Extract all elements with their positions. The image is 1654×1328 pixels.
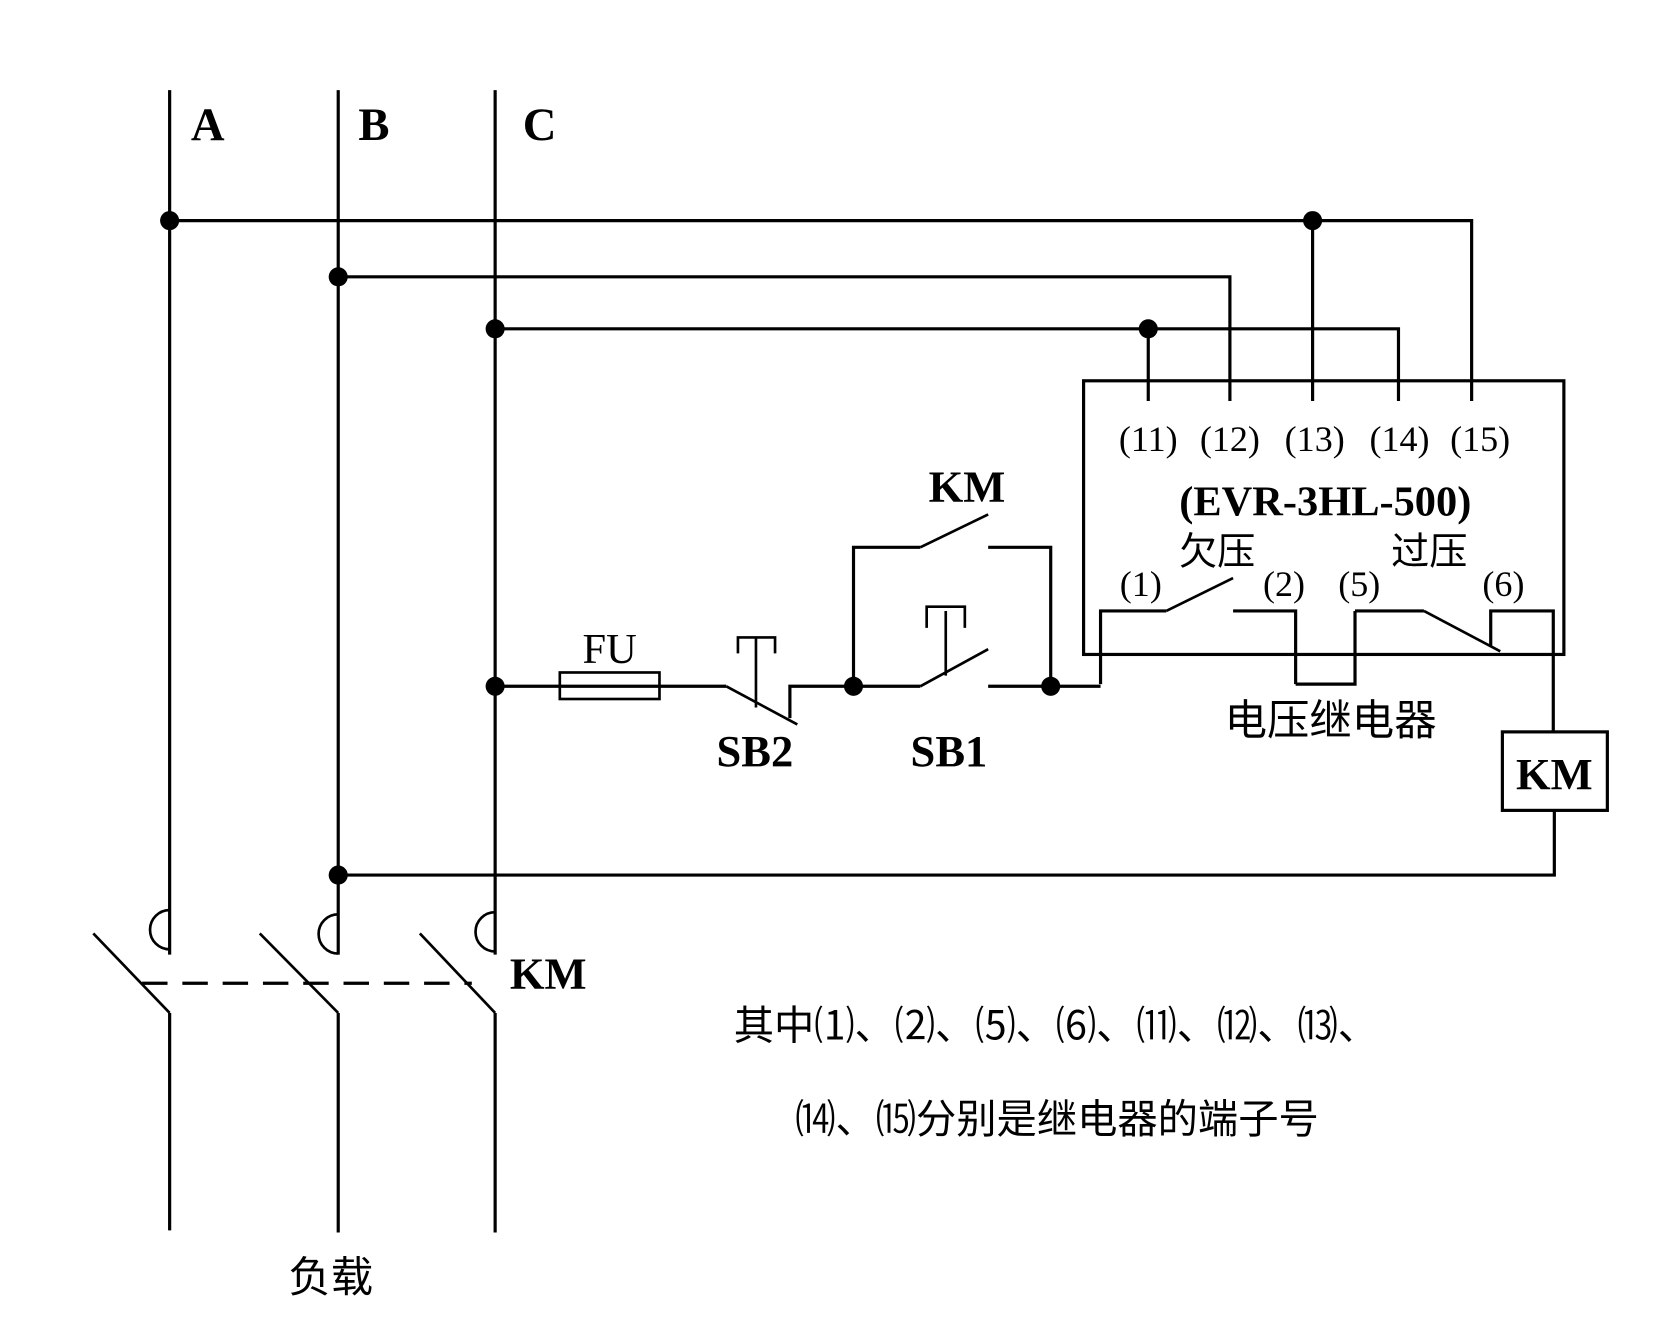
terminal-2-label: (2) <box>1263 564 1305 604</box>
wire-2-to-5 <box>1295 610 1357 686</box>
sb2-blade <box>725 685 798 726</box>
terminal-5-label: (5) <box>1338 564 1380 604</box>
junction-dots <box>160 211 1323 885</box>
sb1-actuator <box>925 605 967 628</box>
overvoltage-label: 过压 <box>1391 530 1467 574</box>
arc-extinguisher-b <box>317 913 339 955</box>
junction-dot <box>160 211 180 231</box>
wire-coil-to-b <box>338 810 1556 877</box>
junction-dot <box>1138 319 1158 339</box>
wire-a-to-terminal-15 <box>169 219 1474 401</box>
arc-extinguisher-c <box>474 910 496 953</box>
note-line-2: ⒁、⒂分别是继电器的端子号 <box>795 1096 1319 1143</box>
wire-b-to-terminal-12 <box>338 275 1232 401</box>
contact-1-blade <box>1165 576 1234 613</box>
sb1-blade <box>919 647 989 688</box>
phase-a-label: A <box>191 99 225 151</box>
relay-enclosure <box>1081 379 1566 657</box>
km-hold-contact: KM <box>851 462 1053 687</box>
sb1-label: SB1 <box>911 726 988 776</box>
km-hold-blade <box>919 513 989 549</box>
phase-c-label: C <box>523 99 557 151</box>
contact-5-blade <box>1423 609 1501 653</box>
phase-lines <box>168 90 497 1233</box>
arc-extinguisher-a <box>148 908 170 951</box>
voltage-relay: (11) (12) (13) (14) (15) (EVR-3HL-500) 欠… <box>1081 379 1566 746</box>
relay-name-label: 电压继电器 <box>1225 697 1437 746</box>
note-line-1: 其中⑴、⑵、⑸、⑹、⑾、⑿、⒀、 <box>734 1002 1378 1049</box>
relay-model-label: (EVR-3HL-500) <box>1179 478 1471 525</box>
terminal-13-label: (13) <box>1285 419 1345 459</box>
contact-2-lead <box>1233 609 1298 685</box>
sb2-lead-out <box>788 684 854 719</box>
start-button-sb1[interactable]: SB1 <box>853 605 1051 776</box>
fuse-label: FU <box>583 626 637 673</box>
load-label: 负载 <box>288 1254 373 1303</box>
phase-b-label: B <box>358 99 389 151</box>
junction-dot <box>1303 211 1323 231</box>
control-branch: FU SB2 SB1 KM <box>495 462 1101 776</box>
wire-c-to-terminal-14 <box>495 327 1401 401</box>
main-contact-blade-a <box>92 932 171 1014</box>
undervoltage-contact <box>1098 576 1298 685</box>
overvoltage-contact <box>1355 609 1555 732</box>
junction-dot <box>328 267 348 287</box>
main-contacts-label: KM <box>510 949 587 999</box>
terminal-15-label: (15) <box>1450 419 1510 459</box>
km-hold-label: KM <box>929 462 1006 512</box>
terminal-6-label: (6) <box>1482 564 1524 604</box>
coil-label: KM <box>1516 749 1593 799</box>
contact-6-lead <box>1489 609 1555 732</box>
terminal-11-label: (11) <box>1119 419 1178 459</box>
relay-feed-wires <box>169 219 1474 401</box>
contact-1-lead <box>1098 609 1167 685</box>
km-main-contacts: KM <box>92 908 587 1014</box>
terminal-1-label: (1) <box>1120 564 1162 604</box>
km-hold-left <box>851 545 921 687</box>
km-coil: KM <box>338 730 1609 877</box>
sb2-label: SB2 <box>717 726 794 776</box>
undervoltage-label: 欠压 <box>1179 530 1255 574</box>
terminal-12-label: (12) <box>1200 419 1260 459</box>
terminal-14-label: (14) <box>1370 419 1430 459</box>
main-contact-blade-c <box>418 932 497 1014</box>
main-contact-blade-b <box>258 932 340 1014</box>
km-hold-right <box>988 545 1053 687</box>
stop-button-sb2[interactable]: SB2 <box>659 636 854 776</box>
junction-dot <box>485 319 505 339</box>
